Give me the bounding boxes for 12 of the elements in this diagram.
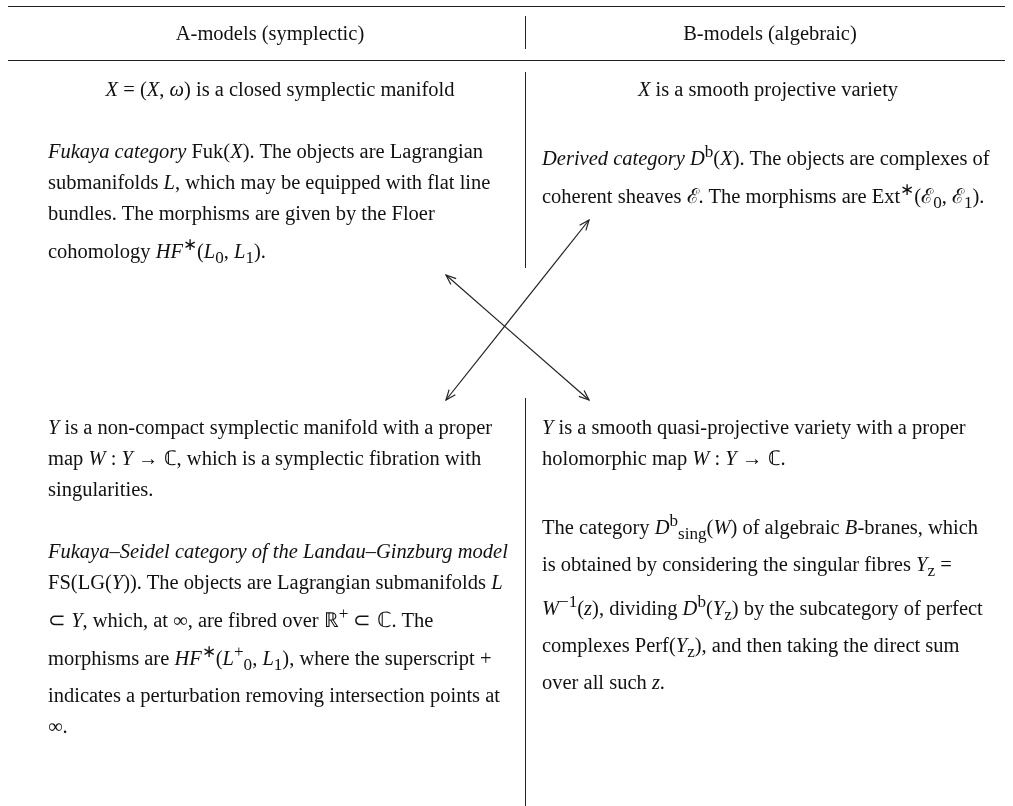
cell-heading-text: Y is a smooth quasi-projective variety with a proper holomorphic map W : Y → ℂ. <box>542 415 967 472</box>
cell-heading-text: X = (X, ω) is a closed symplectic manifold <box>104 77 456 103</box>
column-header: B-models (algebraic) <box>682 21 858 47</box>
cell-description-text: Fukaya category Fuk(X). The objects are Lagrangian submanifolds L, which may be equipped with flat line bundles. The morphisms are given by the Floer cohomology HF$^{∗}$(L$_{0}$, L$_{1}$). <box>48 139 492 269</box>
cell-description-text: The category D$^{b}$$_{sing}$(W) of algebraic B-branes, which is obtained by considering the singular fibres Y$_{z}$ = W$^{−1}$(z), dividing D$^{b}$(Y$_{z}$) by the subcategory of perfect complexes Perf(Y$_{z}$), and then taking the direct sum over all such z. <box>542 510 984 696</box>
double-headed-arrow <box>445 274 590 401</box>
double-headed-arrow <box>445 219 590 401</box>
cell-description-text: Derived category D$^{b}$(X). The objects are complexes of coherent sheaves ℰ. The morphisms are Ext$^{∗}$(ℰ$_{0}$, ℰ$_{1}$). <box>542 141 991 214</box>
cell-description-text: Fukaya–Seidel category of the Landau–Ginzburg model FS(LG(Y)). The objects are Lagrangian submanifolds L ⊂ Y, which, at ∞, are fibred over ℝ$^{+}$ ⊂ ℂ. The morphisms are HF$^{∗}$(L$^{+}$$_{0}$, L$_{1}$), where the superscript + indicates a perturbation removing intersection points at ∞. <box>48 539 509 739</box>
cell-heading-text: X is a smooth projective variety <box>636 77 900 103</box>
cell-heading-text: Y is a non-compact symplectic manifold with a proper map W : Y → ℂ, which is a symplectic fibration with singularities. <box>48 415 494 503</box>
column-header: A-models (symplectic) <box>174 21 366 47</box>
